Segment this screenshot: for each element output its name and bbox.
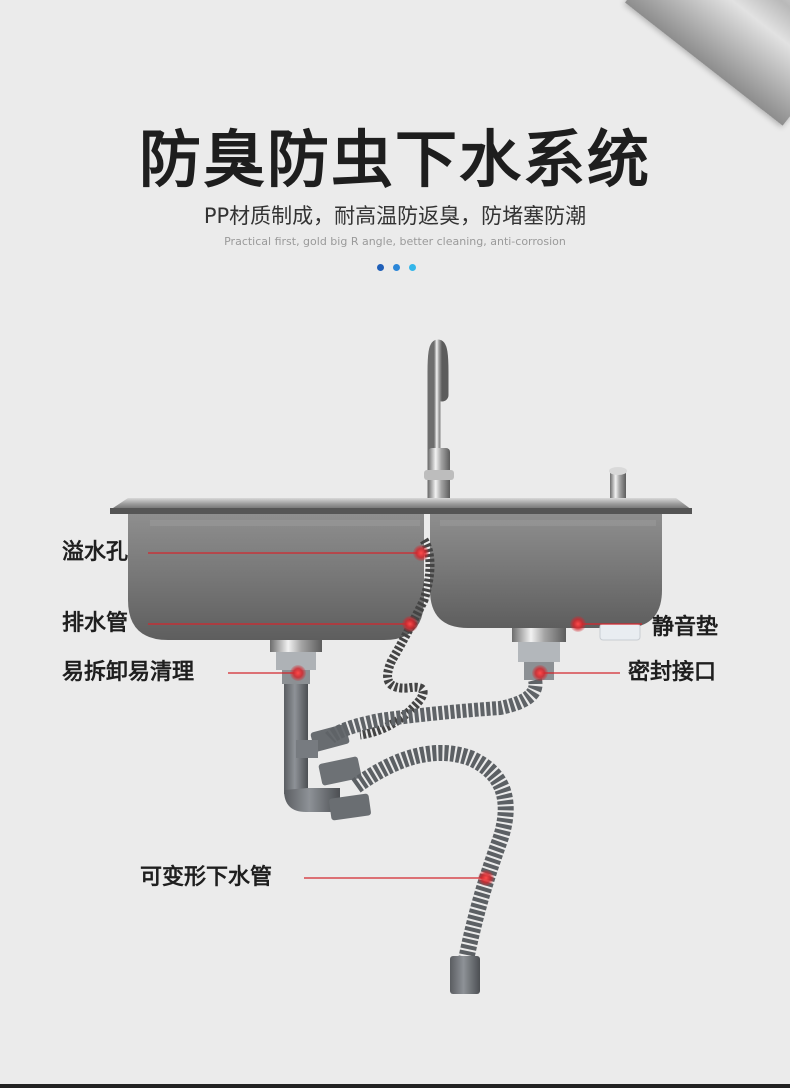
connector-hose [325,678,543,744]
marker-silent-pad [570,616,586,632]
hose-end [450,956,480,994]
overflow-hose [359,537,435,740]
label-silent-pad: 静音垫 [652,615,719,640]
callout-lines [148,552,642,879]
dot-1 [377,264,384,271]
faucet [424,339,627,512]
label-flexible-pipe: 可变形下水管 [140,865,273,890]
flexible-drain-hose [351,745,514,962]
label-seal-joint: 密封接口 [628,660,717,685]
bottom-border [0,1084,790,1088]
right-strainer [512,628,566,680]
label-overflow-hole: 溢水孔 [62,540,129,565]
left-basin [128,514,424,640]
right-basin [430,514,662,641]
dot-2 [393,264,401,271]
marker-drain-pipe [402,616,418,632]
drain-trap [284,684,371,821]
label-easy-clean: 易拆卸易清理 [62,660,195,685]
dot-3 [409,264,417,271]
callout-markers [290,545,586,886]
page-title: 防臭防虫下水系统 [138,123,651,196]
marker-easy-clean [290,665,306,681]
page-subtitle-english: Practical first, gold big R angle, bette… [224,235,566,248]
page-subtitle: PP材质制成，耐高温防返臭，防堵塞防潮 [203,204,587,228]
label-drain-pipe: 排水管 [62,611,129,636]
decorative-dots [377,264,420,272]
marker-flexible-pipe [478,870,494,886]
sink-rim [110,498,692,514]
marker-seal-joint [532,665,548,681]
marker-overflow-hole [413,545,429,561]
